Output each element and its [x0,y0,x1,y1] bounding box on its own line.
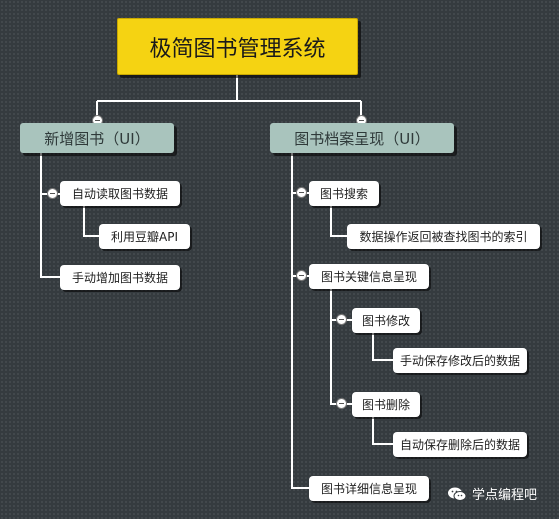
node-manual-add[interactable]: 手动增加图书数据 [60,265,180,290]
collapse-toggle-icon[interactable] [47,188,58,199]
node-detail[interactable]: 图书详细信息呈现 [309,476,429,501]
collapse-toggle-icon[interactable] [336,314,347,325]
node-modify[interactable]: 图书修改 [352,308,420,333]
wechat-icon [448,487,467,501]
node-key-info[interactable]: 图书关键信息呈现 [309,264,429,289]
node-search[interactable]: 图书搜索 [309,181,379,206]
node-save-deleted[interactable]: 自动保存删除后的数据 [393,432,527,457]
watermark: 学点编程吧 [447,484,537,503]
node-auto-read[interactable]: 自动读取图书数据 [60,181,180,206]
collapse-toggle-icon[interactable] [336,398,347,409]
node-search-index[interactable]: 数据操作返回被查找图书的索引 [347,224,540,249]
collapse-toggle-icon[interactable] [296,187,307,198]
collapse-toggle-icon[interactable] [296,270,307,281]
left-branch-connector [40,153,99,278]
node-save-modified[interactable]: 手动保存修改后的数据 [393,348,527,373]
root-node[interactable]: 极简图书管理系统 [117,18,358,75]
node-douban-api[interactable]: 利用豆瓣API [99,224,190,249]
watermark-text: 学点编程吧 [472,488,538,503]
branch-node-add-book[interactable]: 新增图书（UI） [20,123,174,153]
root-connector [96,75,362,123]
branch-node-archive[interactable]: 图书档案呈现（UI） [270,123,454,153]
node-delete[interactable]: 图书删除 [352,392,420,417]
